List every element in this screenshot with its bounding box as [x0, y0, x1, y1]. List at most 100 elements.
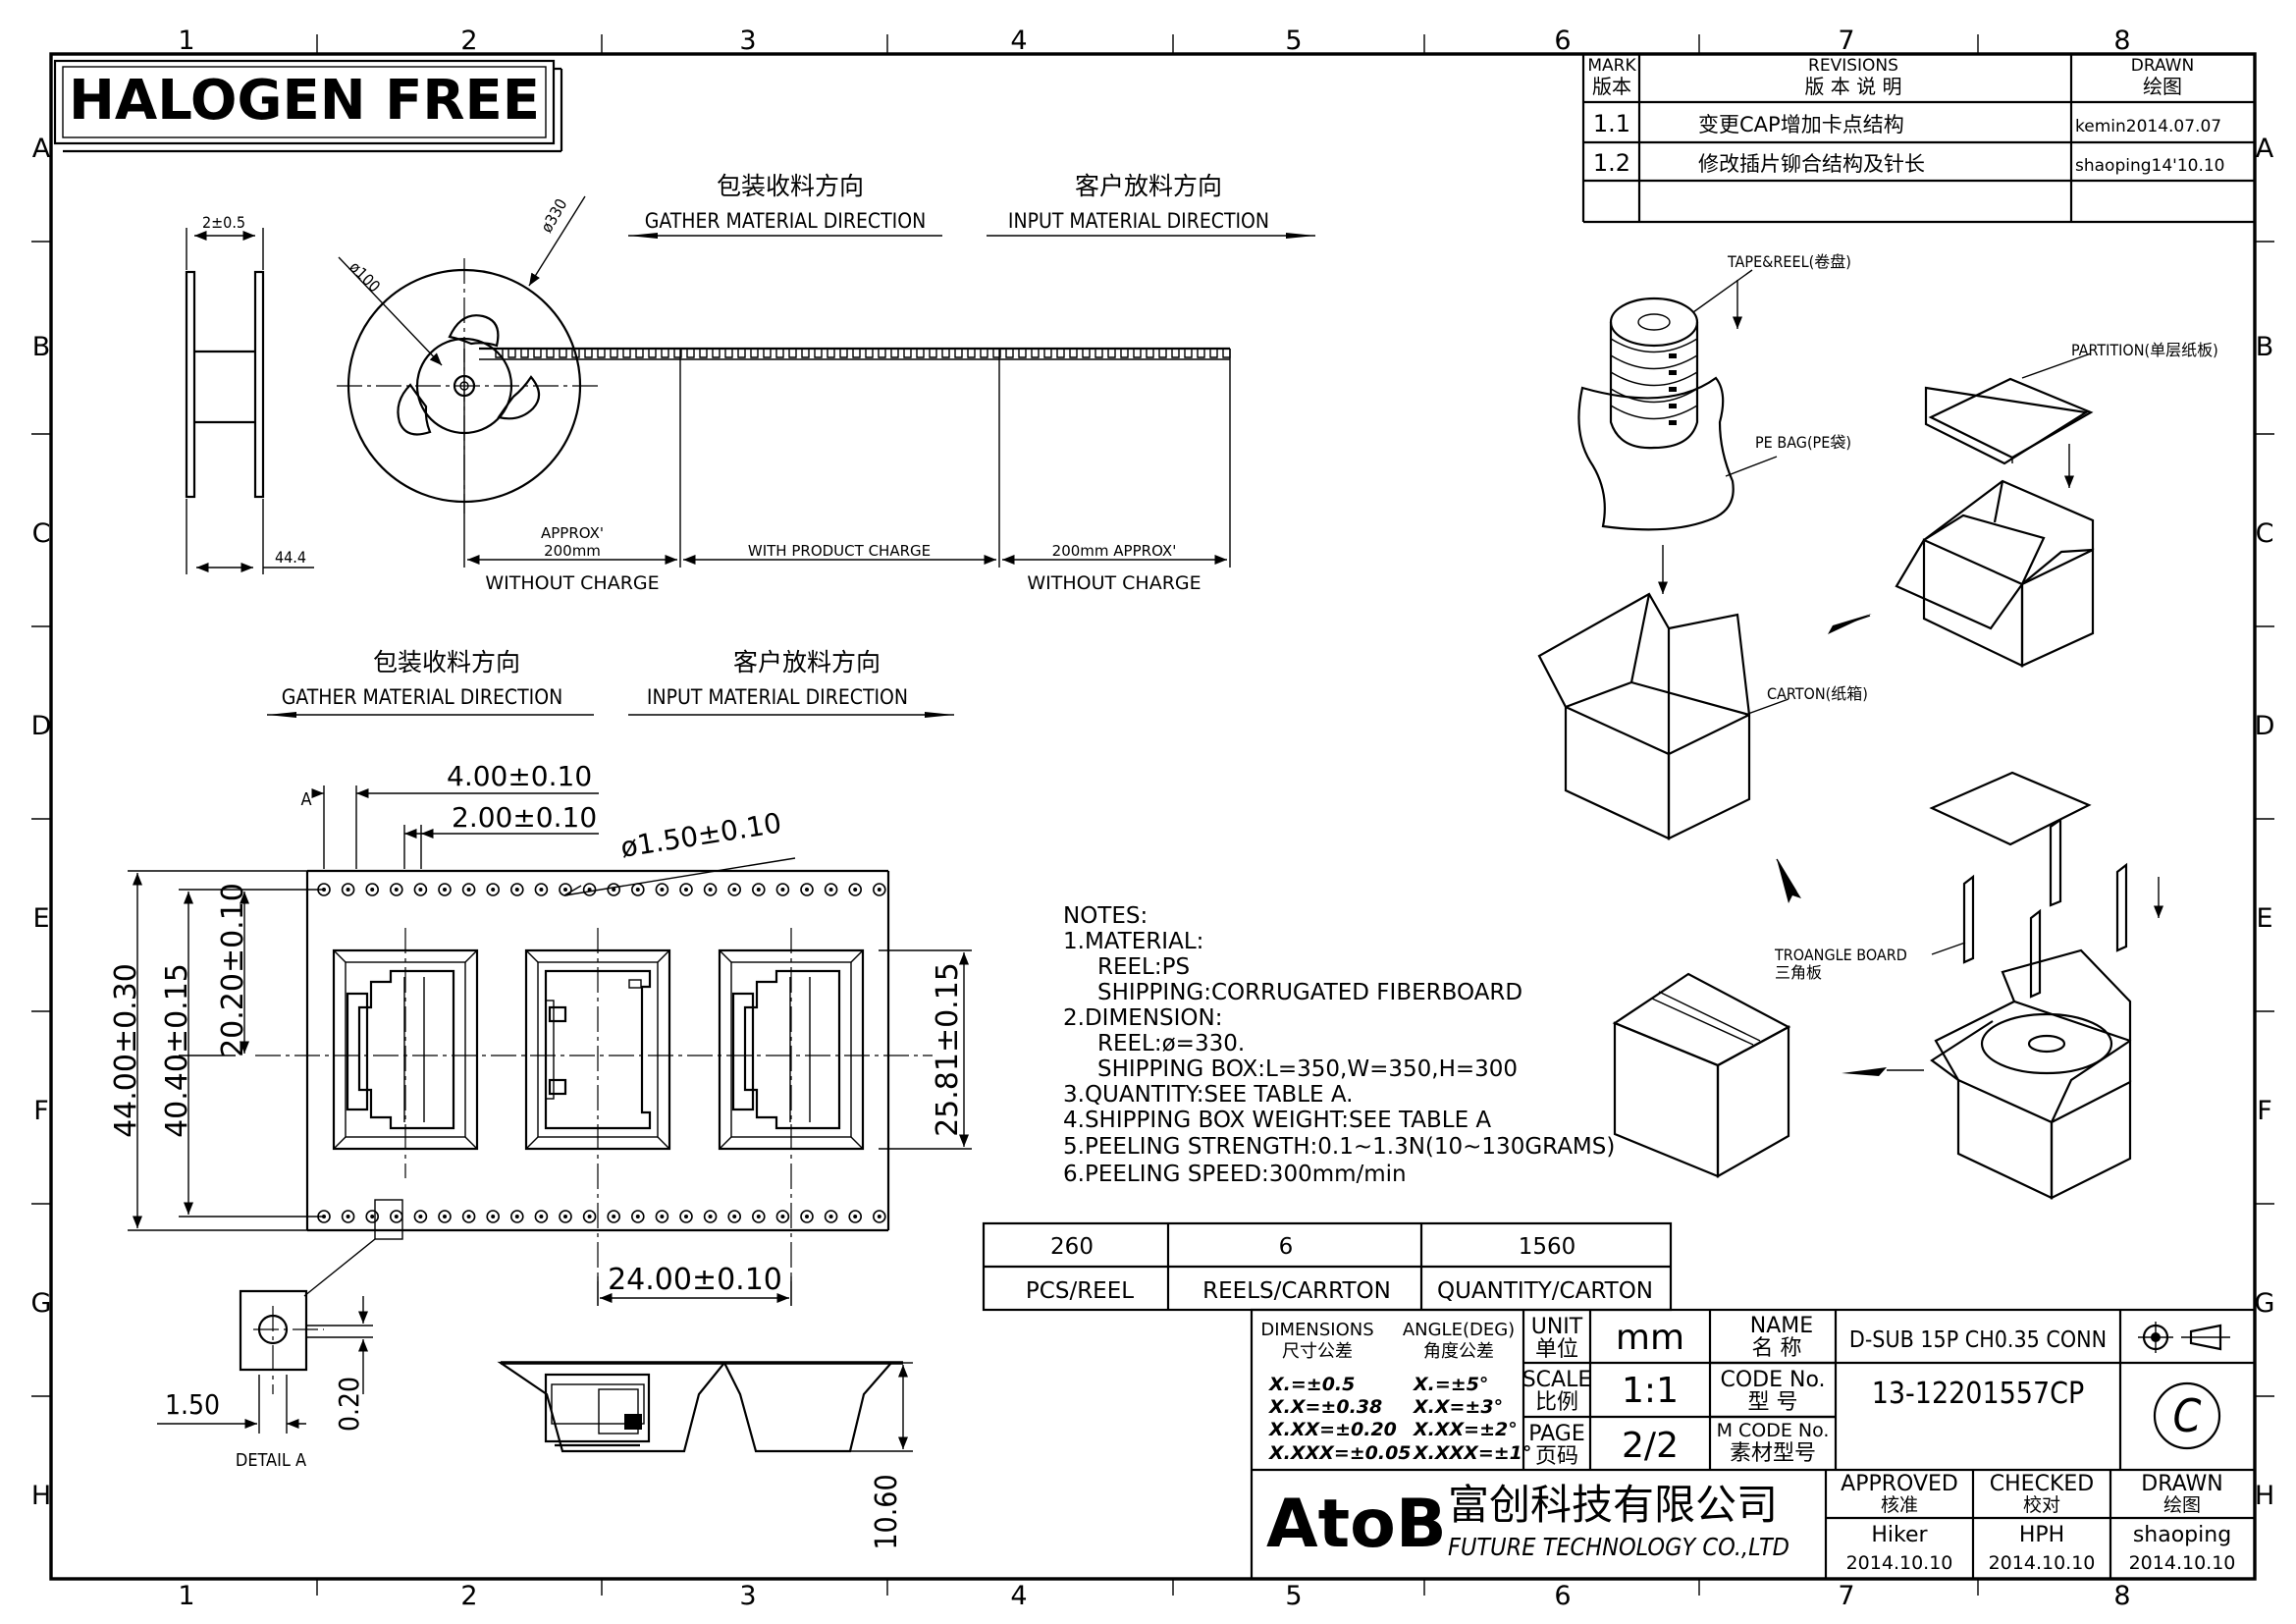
col-number: 2: [460, 1581, 477, 1611]
company-logo: AtoB: [1266, 1486, 1447, 1563]
sprocket-hole: [486, 1210, 501, 1223]
tb-page-cn: 页码: [1535, 1444, 1578, 1469]
sprocket-hole-center: [612, 888, 616, 892]
sprocket-hole: [679, 1210, 693, 1223]
note-line: 4.SHIPPING BOX WEIGHT:SEE TABLE A: [1063, 1108, 1491, 1133]
rev-mark: 1.2: [1593, 149, 1630, 177]
sprocket-hole-center: [514, 1215, 519, 1218]
tb-checked-name: HPH: [2019, 1523, 2064, 1547]
row-letter: A: [32, 134, 51, 164]
sprocket-hole: [848, 883, 863, 896]
col-number: 4: [1010, 26, 1027, 56]
sprocket-hole-center: [370, 888, 375, 892]
tb-scale-en: SCALE: [1522, 1368, 1592, 1392]
sprocket-hole: [655, 1210, 669, 1223]
col-number: 3: [739, 1581, 756, 1611]
packing-illustrations: TAPE&REEL(卷盘) PE BAG(PE袋) PARTITION(单层纸板…: [1537, 252, 2218, 1200]
tape-side-section: 10.60: [497, 1361, 913, 1550]
col-number: 4: [1010, 1581, 1027, 1611]
rev-hdr-mark-cn: 版本: [1592, 75, 1631, 98]
dir-input-cn: 客户放料方向: [733, 648, 881, 677]
tb-checked-en: CHECKED: [1990, 1472, 2094, 1496]
detail-a-ref: A: [300, 789, 311, 810]
tb-mcode-en: M CODE No.: [1717, 1420, 1830, 1441]
sprocket-holes: [317, 883, 886, 896]
dim-height: 10.60: [870, 1474, 904, 1549]
dim-center: 20.20±0.10: [216, 883, 250, 1057]
rev-hdr-mark-en: MARK: [1587, 56, 1636, 76]
closed-carton: [1612, 972, 1791, 1178]
rev-drawn: kemin2014.07.07: [2075, 117, 2221, 136]
sprocket-hole-center: [394, 1215, 399, 1218]
label-carton: CARTON(纸箱): [1767, 684, 1868, 703]
carton-middle: [1537, 592, 1751, 840]
sprocket-hole-center: [780, 1215, 785, 1218]
label-pe-bag: PE BAG(PE袋): [1755, 433, 1851, 452]
partition-sheet: [1924, 386, 2090, 465]
carrier-tape-top-view: 4.00±0.10 2.00±0.10 ø1.50±0.10 44.00±0.3…: [109, 760, 972, 1306]
dim-pitch: 4.00±0.10: [447, 760, 592, 792]
tb-tol-dim: X.X=±0.38: [1268, 1396, 1382, 1418]
dim-hole-dia: ø1.50±0.10: [618, 806, 783, 863]
sprocket-hole-center: [635, 1215, 640, 1218]
sprocket-hole: [486, 883, 501, 896]
sprocket-hole: [872, 883, 886, 896]
dir-input-en: INPUT MATERIAL DIRECTION: [1008, 209, 1269, 233]
dim-d330: ø330: [537, 195, 571, 236]
tb-drawn-en: DRAWN: [2141, 1472, 2222, 1496]
tb-checked-cn: 校对: [2023, 1494, 2060, 1516]
sprocket-hole: [509, 1210, 524, 1223]
tb-rev-symbol: C: [2173, 1389, 2202, 1442]
sprocket-hole-center: [877, 888, 881, 892]
col-number: 7: [1838, 1581, 1854, 1611]
rev-hdr-drawn-en: DRAWN: [2131, 56, 2194, 76]
sprocket-hole-center: [732, 888, 737, 892]
sprocket-hole-center: [756, 888, 761, 892]
row-letter: D: [2255, 711, 2275, 741]
tb-approved-name: Hiker: [1871, 1523, 1928, 1547]
sprocket-hole-center: [660, 1215, 665, 1218]
sprocket-hole: [461, 1210, 476, 1223]
note-line: 5.PEELING STRENGTH:0.1~1.3N(10~130GRAMS): [1063, 1134, 1615, 1160]
sprocket-hole: [509, 883, 524, 896]
sprocket-hole-center: [828, 888, 833, 892]
rev-desc: 修改插片铆合结构及针长: [1698, 152, 1925, 176]
sprocket-hole: [751, 883, 766, 896]
sprocket-hole-center: [539, 888, 544, 892]
label-triangle-en: TROANGLE BOARD: [1774, 946, 1907, 964]
sprocket-hole-center: [491, 888, 496, 892]
sprocket-hole: [365, 883, 380, 896]
tb-unit-val: mm: [1616, 1318, 1684, 1358]
sprocket-hole-center: [828, 1215, 833, 1218]
sprocket-hole: [630, 1210, 645, 1223]
row-letter: H: [2255, 1481, 2274, 1511]
sprocket-hole-center: [732, 1215, 737, 1218]
tb-tol-dim: X.XX=±0.20: [1268, 1419, 1397, 1440]
sprocket-hole: [341, 883, 355, 896]
sprocket-hole-center: [684, 1215, 688, 1218]
sprocket-hole-center: [563, 1215, 567, 1218]
dim-hole-span: 40.40±0.15: [160, 963, 194, 1138]
detail-dim2: 0.20: [333, 1377, 365, 1432]
reel-side-profile: [185, 270, 265, 499]
col-number: 5: [1285, 26, 1302, 56]
sprocket-hole: [727, 1210, 742, 1223]
revisions-table: MARK 版本 REVISIONS 版 本 说 明 DRAWN 绘图 1.1 变…: [1581, 54, 2255, 224]
col-number: 6: [1554, 26, 1571, 56]
col-number: 7: [1838, 26, 1854, 56]
tb-tol-dim: X.=±0.5: [1268, 1374, 1355, 1395]
row-letter: A: [2256, 134, 2274, 164]
dim-d100: ø100: [346, 257, 384, 296]
note-line: SHIPPING:CORRUGATED FIBERBOARD: [1097, 980, 1522, 1005]
rev-hdr-drawn-cn: 绘图: [2143, 75, 2182, 98]
sprocket-hole-center: [418, 1215, 423, 1218]
detail-dim1: 1.50: [165, 1388, 220, 1421]
tb-tol-dim: X.XXX=±0.05: [1268, 1442, 1412, 1464]
note-line: 3.QUANTITY:SEE TABLE A.: [1063, 1082, 1354, 1108]
table-a-value: 6: [1279, 1234, 1294, 1260]
sprocket-hole: [872, 1210, 886, 1223]
tb-dims-cn: 尺寸公差: [1282, 1341, 1353, 1362]
tb-dims-en: DIMENSIONS: [1260, 1320, 1373, 1340]
col-number: 1: [178, 1581, 194, 1611]
sprocket-hole: [703, 1210, 718, 1223]
